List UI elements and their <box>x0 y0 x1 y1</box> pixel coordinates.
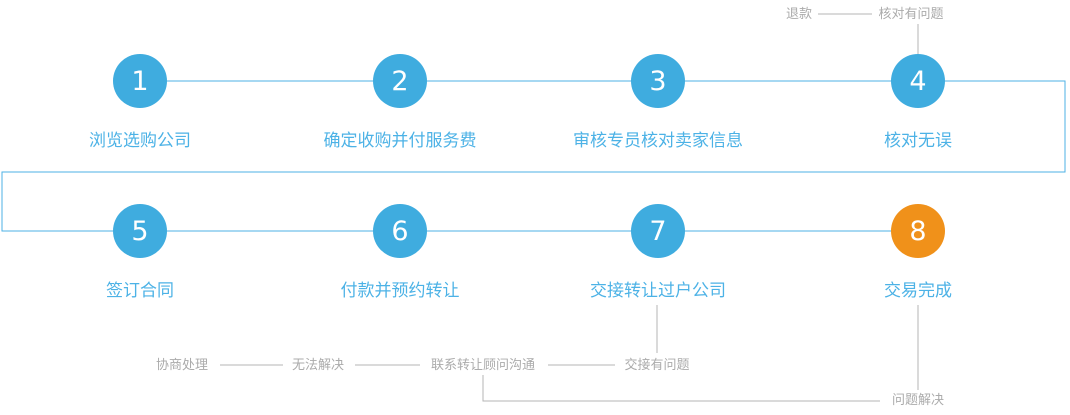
step-label-1: 浏览选购公司 <box>89 131 191 151</box>
step-number: 5 <box>131 215 149 247</box>
step-label-4: 核对无误 <box>884 131 952 151</box>
connector-4-to-5-wrap <box>1 80 1066 232</box>
annotation-contact-advisor: 联系转让顾问沟通 <box>426 359 540 372</box>
step-node-5[interactable]: 5 <box>113 204 167 258</box>
step-number: 1 <box>131 65 149 97</box>
step-number: 3 <box>649 65 667 97</box>
step-number: 8 <box>909 215 927 247</box>
step-node-6[interactable]: 6 <box>373 204 427 258</box>
annotation-negotiate: 协商处理 <box>151 359 213 372</box>
step-number: 6 <box>391 215 409 247</box>
step-node-2[interactable]: 2 <box>373 54 427 108</box>
step-label-8: 交易完成 <box>884 281 952 301</box>
annotation-problem-resolved: 问题解决 <box>887 394 949 407</box>
annotation-unresolved: 无法解决 <box>287 359 349 372</box>
step-node-3[interactable]: 3 <box>631 54 685 108</box>
annotation-refund: 退款 <box>781 8 817 21</box>
step-label-2: 确定收购并付服务费 <box>323 131 477 151</box>
step-node-7[interactable]: 7 <box>631 204 685 258</box>
annotation-handover-problem: 交接有问题 <box>620 359 694 372</box>
annot-line-contact-to-resolved <box>482 375 880 402</box>
step-label-7: 交接转让过户公司 <box>590 281 726 301</box>
annotation-verify-problem: 核对有问题 <box>874 8 948 21</box>
step-label-5: 签订合同 <box>106 281 174 301</box>
step-node-8[interactable]: 8 <box>891 204 945 258</box>
step-label-6: 付款并预约转让 <box>340 281 460 301</box>
step-label-3: 审核专员核对卖家信息 <box>573 131 743 151</box>
step-number: 7 <box>649 215 667 247</box>
step-node-4[interactable]: 4 <box>891 54 945 108</box>
step-number: 2 <box>391 65 409 97</box>
step-number: 4 <box>909 65 927 97</box>
step-node-1[interactable]: 1 <box>113 54 167 108</box>
